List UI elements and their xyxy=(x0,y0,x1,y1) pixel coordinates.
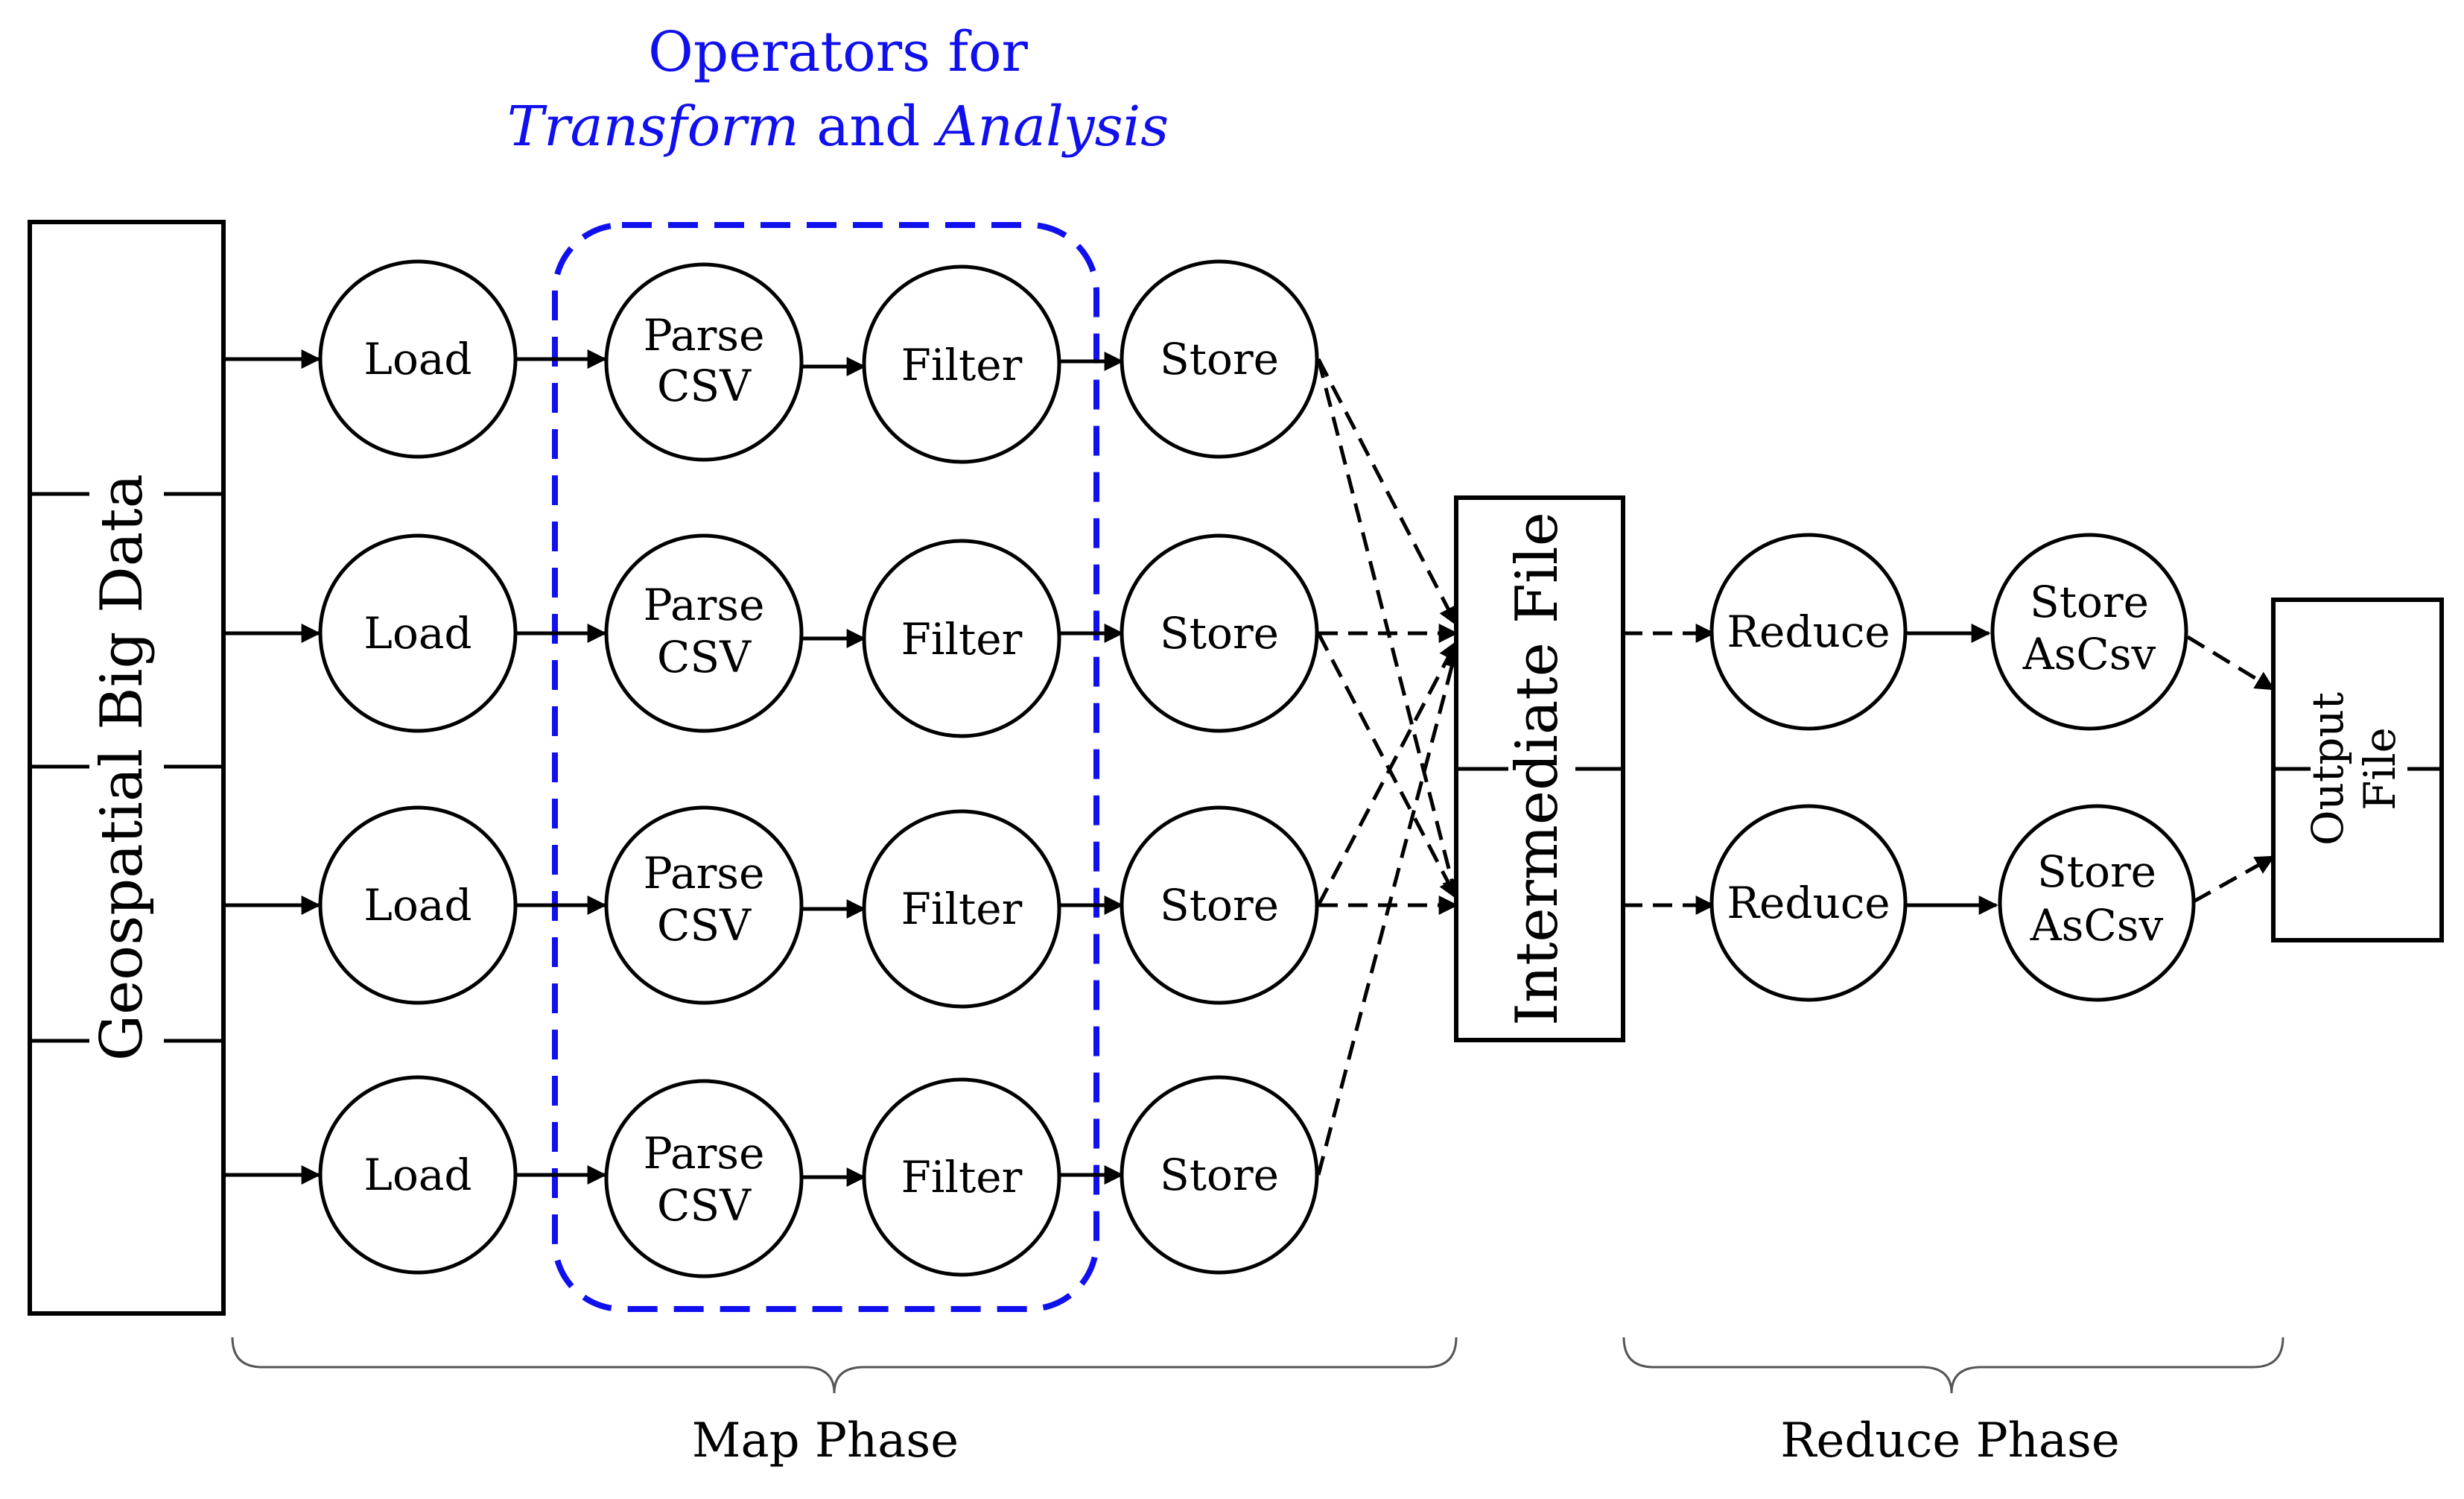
load-node xyxy=(318,533,518,733)
title-analysis: Analysis xyxy=(933,95,1169,159)
csv-label: CSV xyxy=(657,361,752,411)
store-node xyxy=(1120,805,1319,1005)
operators-group xyxy=(552,222,1099,1312)
store-label: Store xyxy=(1160,1150,1279,1200)
reduce-label: Reduce xyxy=(1727,878,1890,928)
intermediate-label: Intermediate File xyxy=(1504,512,1571,1026)
filter-node xyxy=(862,809,1061,1009)
ascsv-label: AsCsv xyxy=(2022,629,2156,679)
load-node xyxy=(318,259,518,459)
filter-label: Filter xyxy=(901,884,1023,934)
store-ascsv-node xyxy=(1998,804,2196,1002)
store-label: Store xyxy=(1160,880,1279,931)
filter-node xyxy=(862,264,1061,464)
filter-label: Filter xyxy=(901,340,1023,390)
map-solid-arrows xyxy=(223,349,1124,1187)
load-label: Load xyxy=(363,608,471,659)
title-line-1: Operators for xyxy=(648,20,1028,84)
filter-node xyxy=(862,1077,1061,1277)
store-label: Store xyxy=(1160,334,1279,384)
reduce-phase-label: Reduce Phase xyxy=(1780,1413,2119,1468)
csv-label: CSV xyxy=(657,1180,752,1231)
output-label-line-2: File xyxy=(2355,727,2405,811)
store-node xyxy=(1120,1075,1319,1275)
title-and: and xyxy=(799,95,938,159)
reduce-arrows xyxy=(1623,624,2276,915)
load-label: Load xyxy=(363,880,471,931)
shuffle-arrows xyxy=(1316,358,1461,1176)
reduce-label: Reduce xyxy=(1727,606,1890,657)
output-label-line-1: Output xyxy=(2302,692,2353,846)
map-row-2: Load Parse CSV Filter Store xyxy=(318,533,1319,738)
filter-node xyxy=(862,539,1061,738)
parse-label: Parse xyxy=(644,848,765,899)
title-transform: Transform xyxy=(507,95,799,159)
parse-label: Parse xyxy=(644,580,765,630)
reduce-row-1: Reduce Store AsCsv xyxy=(1709,533,2188,731)
map-phase-label: Map Phase xyxy=(692,1413,959,1468)
parse-csv-node xyxy=(604,805,804,1005)
store-label: Store xyxy=(1160,608,1279,659)
store-node xyxy=(1120,259,1319,459)
source-box: Geospatial Big Data xyxy=(28,220,226,1316)
reduce-node xyxy=(1709,533,1908,731)
parse-label: Parse xyxy=(644,1128,765,1179)
output-file-box: Output File xyxy=(2271,598,2444,942)
store-ascsv-node xyxy=(1990,533,2188,731)
ascsv-label: AsCsv xyxy=(2030,900,2164,951)
map-row-3: Load Parse CSV Filter Store xyxy=(318,805,1319,1009)
load-label: Load xyxy=(363,1150,471,1200)
reduce-node xyxy=(1709,804,1908,1002)
parse-csv-node xyxy=(604,1079,804,1278)
store-label: Store xyxy=(2037,846,2156,897)
load-node xyxy=(318,805,518,1005)
filter-label: Filter xyxy=(901,1152,1023,1202)
intermediate-file-box: Intermediate File xyxy=(1454,495,1625,1042)
title-line-2: Transform and Analysis xyxy=(507,95,1169,159)
load-node xyxy=(318,1075,518,1275)
store-node xyxy=(1120,533,1319,733)
csv-label: CSV xyxy=(657,900,752,951)
store-label: Store xyxy=(2030,577,2149,627)
csv-label: CSV xyxy=(657,632,752,682)
map-phase-brace xyxy=(231,1337,1458,1394)
source-label: Geospatial Big Data xyxy=(89,474,156,1061)
load-label: Load xyxy=(363,334,471,384)
map-row-4: Load Parse CSV Filter Store xyxy=(318,1075,1319,1278)
reduce-phase-brace xyxy=(1622,1337,2284,1394)
parse-csv-node xyxy=(604,262,804,462)
map-row-1: Load Parse CSV Filter Store xyxy=(318,259,1319,464)
reduce-row-2: Reduce Store AsCsv xyxy=(1709,804,2196,1002)
parse-csv-node xyxy=(604,533,804,733)
filter-label: Filter xyxy=(901,614,1023,665)
parse-label: Parse xyxy=(644,310,765,361)
